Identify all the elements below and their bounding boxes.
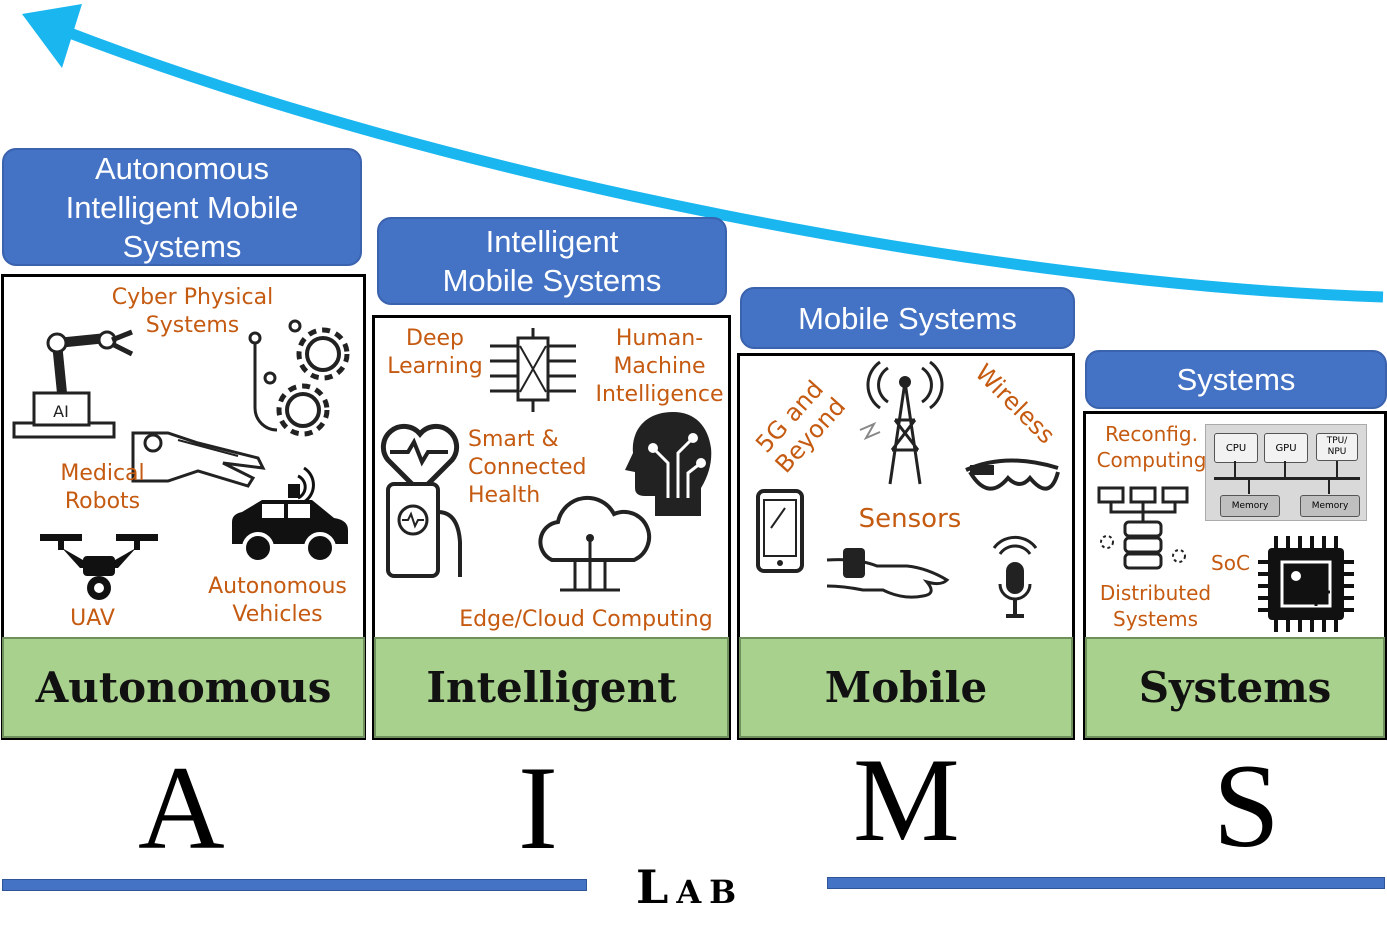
letter-m: M <box>853 733 960 866</box>
bus-drop <box>1328 480 1330 494</box>
bar-mobile: Mobile <box>739 637 1073 738</box>
label-distributed: Distributed Systems <box>1099 581 1212 631</box>
label-edge: Edge/Cloud Computing <box>459 607 713 632</box>
cpu-block: CPU <box>1214 433 1258 463</box>
progression-arrow <box>22 4 1384 303</box>
hardware-diagram: CPU GPU TPU/ NPU Memory Memory <box>1205 424 1367 521</box>
health-phone-icon <box>380 423 462 578</box>
ai-head-icon <box>625 412 712 516</box>
microphone-icon <box>992 535 1038 618</box>
label-vehicles: Autonomous Vehicles <box>208 574 347 627</box>
label-reconfig: Reconfig. Computing <box>1096 422 1207 472</box>
robot-hand-icon <box>131 431 266 488</box>
label-health: Smart & Connected Health <box>468 427 587 508</box>
robot-arm-icon: AI <box>12 329 134 439</box>
letter-s: S <box>1213 739 1280 872</box>
header-mobile: Mobile Systems <box>740 287 1075 349</box>
label-hmi: Human-Machine Intelligence <box>595 326 724 407</box>
gears-icon <box>248 319 350 437</box>
smartphone-icon <box>756 489 804 573</box>
header-autonomous: Autonomous Intelligent Mobile Systems <box>2 148 362 266</box>
distributed-network-icon <box>1097 486 1189 570</box>
label-sensors: Sensors <box>858 504 962 534</box>
svg-text:AI: AI <box>53 402 69 421</box>
label-soc: SoC <box>1211 551 1250 575</box>
smartwatch-hand-icon <box>826 548 950 599</box>
bus-drop <box>1284 461 1286 477</box>
tpu-block: TPU/ NPU <box>1316 433 1358 461</box>
bar-systems: Systems <box>1085 637 1385 738</box>
footer-rule-left <box>2 879 587 891</box>
label-cps: Cyber Physical Systems <box>111 285 274 338</box>
memory-block-1: Memory <box>1220 495 1280 517</box>
bus-drop <box>1336 461 1338 477</box>
chip-icon <box>1258 536 1354 632</box>
smart-glasses-icon <box>965 458 1060 491</box>
label-dl: Deep Learning <box>387 326 483 379</box>
label-medical: Medical Robots <box>60 461 145 514</box>
cell-tower-icon <box>859 360 944 485</box>
lab-label: Lab <box>636 860 745 914</box>
drone-icon <box>40 534 158 600</box>
neural-chip-icon <box>490 328 576 412</box>
gpu-block: GPU <box>1264 433 1308 463</box>
footer-rule-right <box>827 877 1385 889</box>
bus-line <box>1214 477 1360 480</box>
letter-a: A <box>138 741 225 874</box>
bar-intelligent: Intelligent <box>374 637 729 738</box>
letter-i: I <box>518 741 558 874</box>
header-systems: Systems <box>1085 350 1387 409</box>
car-icon <box>232 466 348 564</box>
bar-autonomous: Autonomous <box>2 637 365 738</box>
bus-drop <box>1248 480 1250 494</box>
header-intelligent: Intelligent Mobile Systems <box>377 217 727 305</box>
label-uav: UAV <box>70 606 115 631</box>
memory-block-2: Memory <box>1300 495 1360 517</box>
cloud-circuit-icon <box>538 495 652 592</box>
bus-drop <box>1234 461 1236 477</box>
